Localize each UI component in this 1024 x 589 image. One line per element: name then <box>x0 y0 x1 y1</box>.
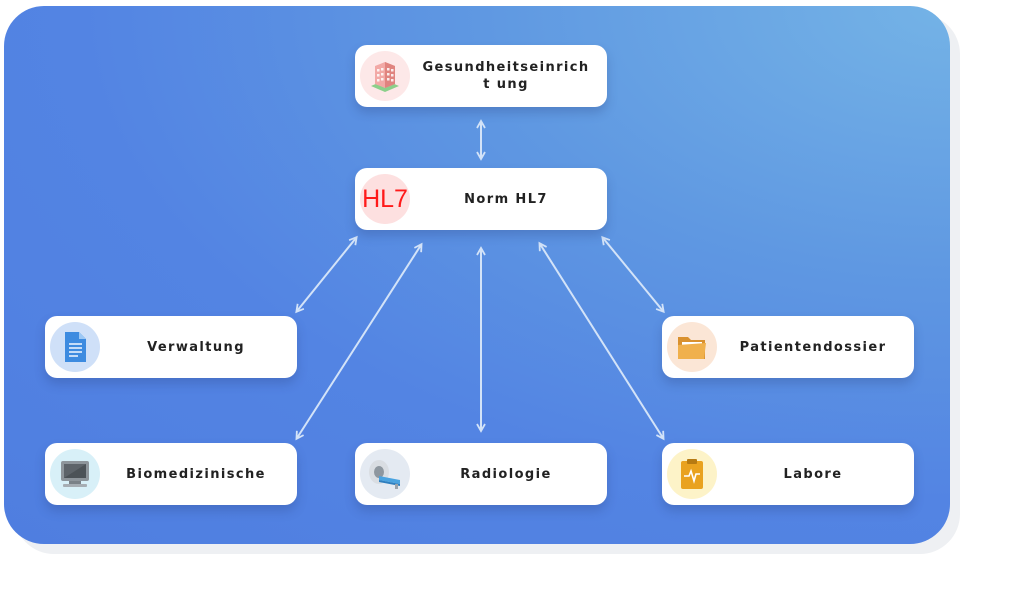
node-label: Labore <box>783 466 843 482</box>
node-labore: Labore <box>662 443 914 505</box>
node-biomedizinische: Biomedizinische <box>45 443 297 505</box>
node-label: Biomedizinische <box>126 466 266 482</box>
clipboard-icon <box>667 449 717 499</box>
node-verwaltung: Verwaltung <box>45 316 297 378</box>
node-radiologie: Radiologie <box>355 443 607 505</box>
document-icon <box>50 322 100 372</box>
node-patientendossier: Patientendossier <box>662 316 914 378</box>
ct-scanner-icon <box>360 449 410 499</box>
folder-icon <box>667 322 717 372</box>
node-label: Verwaltung <box>147 339 245 355</box>
hospital-building-icon <box>360 51 410 101</box>
node-label: Patientendossier <box>739 339 887 355</box>
node-label: Norm HL7 <box>464 191 548 207</box>
node-norm-hl7: HL7 Norm HL7 <box>355 168 607 230</box>
hl7-logo-text: HL7 <box>362 184 408 213</box>
node-label: Gesundheitseinricht ung <box>422 60 590 92</box>
monitor-icon <box>50 449 100 499</box>
node-label: Radiologie <box>460 466 552 482</box>
hl7-logo-icon: HL7 <box>360 174 410 224</box>
node-gesundheitseinrichtung: Gesundheitseinricht ung <box>355 45 607 107</box>
